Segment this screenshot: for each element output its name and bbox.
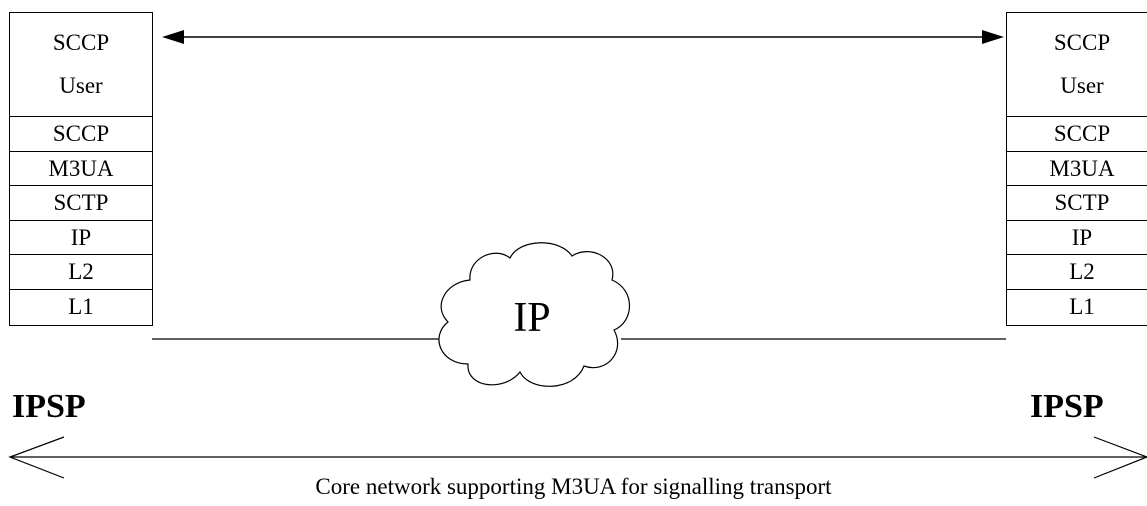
right-sccp-user-line1: SCCP — [1053, 30, 1111, 55]
left-sccp-user-line1: SCCP — [52, 30, 110, 55]
left-layer-sccp: SCCP — [10, 117, 152, 152]
ip-cloud-label: IP — [513, 295, 551, 341]
left-node-label: IPSP — [12, 388, 86, 425]
right-node-label: IPSP — [1030, 388, 1104, 425]
right-layer-sccp: SCCP — [1007, 117, 1147, 152]
right-layer-sctp: SCTP — [1007, 186, 1147, 221]
right-sccp-user-line2: User — [1060, 73, 1104, 98]
ip-cloud — [438, 242, 630, 387]
right-layer-l1: L1 — [1069, 293, 1095, 319]
right-layer-l2: L2 — [1007, 255, 1147, 290]
arrowhead-left — [162, 30, 184, 44]
left-layer-ip: IP — [10, 221, 152, 256]
left-layer-m3ua: M3UA — [10, 152, 152, 187]
arrowhead-right — [982, 30, 1004, 44]
left-layer-l1: L1 — [68, 293, 94, 319]
core-arrow-right-head — [1093, 436, 1147, 479]
right-sccp-user-cell: SCCP User — [1007, 13, 1147, 117]
left-layer-sctp: SCTP — [10, 186, 152, 221]
left-layer-l2: L2 — [10, 255, 152, 290]
left-sccp-user-line2: User — [59, 73, 103, 98]
left-protocol-stack: SCCP User SCCP M3UA SCTP IP L2 L1 — [9, 12, 153, 326]
right-layer-ip: IP — [1007, 221, 1147, 256]
core-arrow-left-head — [8, 436, 65, 479]
diagram-caption: Core network supporting M3UA for signall… — [315, 474, 832, 499]
right-layer-m3ua: M3UA — [1007, 152, 1147, 187]
right-protocol-stack: SCCP User SCCP M3UA SCTP IP L2 L1 — [1006, 12, 1147, 326]
left-sccp-user-cell: SCCP User — [10, 13, 152, 117]
